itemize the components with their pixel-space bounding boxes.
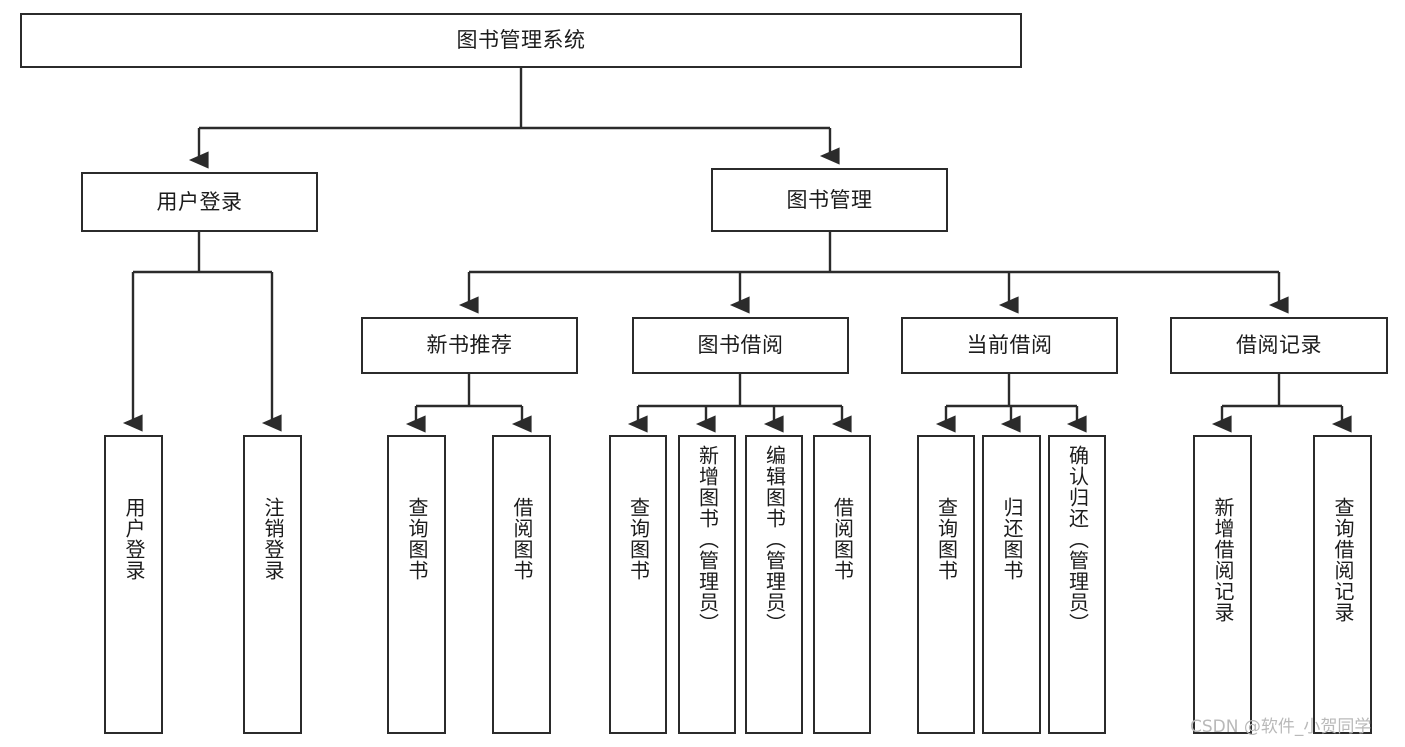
node-leaf-logout[interactable]: 注销登录 [243,435,302,734]
node-leaf-confirm-return-admin[interactable]: 确认归还（管理员） [1048,435,1106,734]
node-label: 图书管理 [786,187,873,212]
node-label: 当前借阅 [966,333,1053,358]
node-root-book-management-system[interactable]: 图书管理系统 [20,13,1022,68]
node-label: 注销登录 [261,497,285,581]
node-label: 查询借阅记录 [1331,497,1355,623]
node-leaf-query-borrow-record[interactable]: 查询借阅记录 [1313,435,1372,734]
node-label: 查询图书 [405,497,429,581]
node-label: 借阅图书 [830,497,855,581]
node-leaf-user-login[interactable]: 用户登录 [104,435,163,734]
node-new-book-recommend[interactable]: 新书推荐 [361,317,578,374]
node-user-login[interactable]: 用户登录 [81,172,318,232]
node-label: 新增借阅记录 [1211,497,1235,623]
node-label: 确认归还（管理员） [1065,445,1090,634]
node-label: 归还图书 [1000,497,1024,581]
node-leaf-query-book-borrow[interactable]: 查询图书 [609,435,667,734]
node-label: 借阅记录 [1236,333,1322,358]
node-leaf-borrow-book-recommend[interactable]: 借阅图书 [492,435,551,734]
node-label: 新增图书（管理员） [695,445,720,634]
watermark-text: CSDN @软件_小贺同学 [1190,717,1372,737]
node-leaf-query-book-recommend[interactable]: 查询图书 [387,435,446,734]
node-leaf-borrow-book[interactable]: 借阅图书 [813,435,871,734]
node-book-management[interactable]: 图书管理 [711,168,948,232]
node-borrow-record[interactable]: 借阅记录 [1170,317,1388,374]
node-book-borrow[interactable]: 图书借阅 [632,317,849,374]
node-label: 查询图书 [934,497,959,581]
node-label: 图书借阅 [697,333,784,358]
node-label: 查询图书 [626,497,651,581]
node-leaf-return-book[interactable]: 归还图书 [982,435,1041,734]
node-label: 用户登录 [122,497,146,581]
node-label: 用户登录 [156,189,243,214]
node-current-borrow[interactable]: 当前借阅 [901,317,1118,374]
node-leaf-add-borrow-record[interactable]: 新增借阅记录 [1193,435,1252,734]
node-label: 编辑图书（管理员） [762,445,787,634]
node-leaf-add-book-admin[interactable]: 新增图书（管理员） [678,435,736,734]
node-label: 图书管理系统 [456,28,586,53]
node-leaf-edit-book-admin[interactable]: 编辑图书（管理员） [745,435,803,734]
node-leaf-query-book-current[interactable]: 查询图书 [917,435,975,734]
node-label: 新书推荐 [426,333,513,358]
node-label: 借阅图书 [510,497,534,581]
